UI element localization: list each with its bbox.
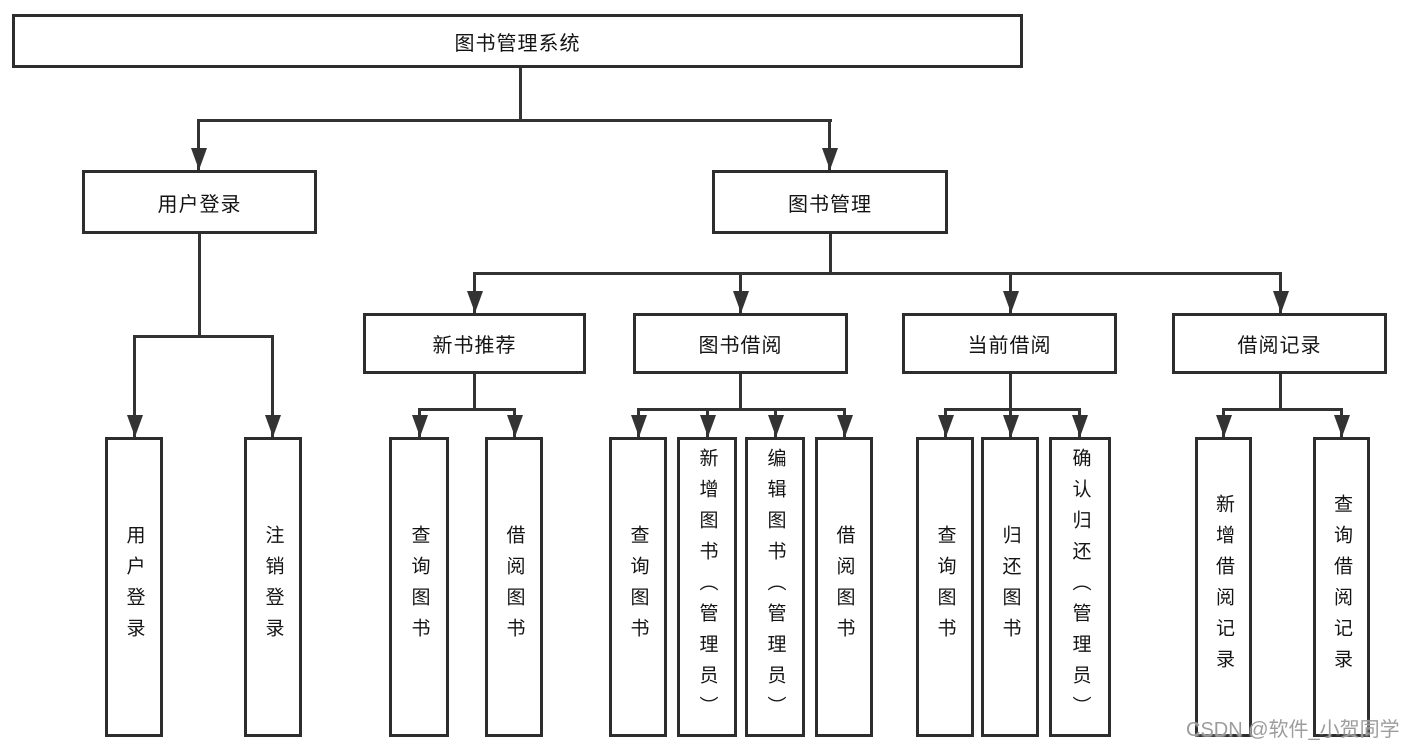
- connector-book-mgmt-stem: [829, 234, 832, 272]
- node-records-query-record: 查询借阅记录: [1313, 437, 1370, 737]
- node-borrow-borrow-books: 借阅图书: [815, 437, 873, 737]
- connector-new-book-stem: [473, 374, 476, 408]
- arrow-current-borrow-child-3-icon: [1078, 408, 1081, 437]
- connector-borrow-records-bar: [1222, 408, 1342, 411]
- connector-book-borrow-bar: [637, 408, 845, 411]
- node-records-query-record-label: 查询借阅记录: [1331, 494, 1352, 680]
- arrow-to-borrow-records-icon: [1279, 272, 1282, 313]
- arrow-to-new-book-icon: [473, 272, 476, 313]
- node-records-add-record: 新增借阅记录: [1195, 437, 1252, 737]
- arrow-borrow-records-child-2-icon: [1340, 408, 1343, 437]
- arrow-book-borrow-child-3-icon: [774, 408, 777, 437]
- node-new-book-recommend-label: 新书推荐: [432, 335, 517, 357]
- node-current-confirm-return-admin-label: 确认归还（管理员）: [1069, 447, 1091, 727]
- node-root: 图书管理系统: [12, 14, 1023, 68]
- node-newbook-borrow-books-label: 借阅图书: [503, 525, 525, 649]
- arrow-book-borrow-child-2-icon: [706, 408, 709, 437]
- connector-current-borrow-stem: [1009, 374, 1012, 408]
- connector-user-login-stem: [198, 234, 201, 335]
- arrow-to-current-borrow-icon: [1009, 272, 1012, 313]
- node-records-add-record-label: 新增借阅记录: [1213, 494, 1234, 680]
- connector-root-bar: [197, 119, 832, 122]
- node-do-user-login: 用户登录: [105, 437, 163, 737]
- node-root-label: 图书管理系统: [454, 32, 581, 55]
- node-current-return-books: 归还图书: [981, 437, 1039, 737]
- arrow-to-do-login-icon: [133, 335, 136, 437]
- node-newbook-query-books: 查询图书: [389, 437, 449, 737]
- arrow-new-book-child-1-icon: [418, 408, 421, 437]
- node-book-borrow: 图书借阅: [633, 313, 848, 374]
- node-borrow-edit-books-admin: 编辑图书（管理员）: [745, 437, 805, 737]
- node-newbook-borrow-books: 借阅图书: [485, 437, 543, 737]
- node-borrow-add-books-admin-label: 新增图书（管理员）: [696, 447, 718, 727]
- arrow-to-book-mgmt-icon: [828, 119, 831, 170]
- arrow-borrow-records-child-1-icon: [1222, 408, 1225, 437]
- connector-root-stem: [519, 68, 522, 119]
- node-current-return-books-label: 归还图书: [999, 525, 1021, 649]
- arrow-book-borrow-child-4-icon: [843, 408, 846, 437]
- node-do-logout-label: 注销登录: [262, 525, 284, 649]
- arrow-book-borrow-child-1-icon: [637, 408, 640, 437]
- node-book-borrow-label: 图书借阅: [698, 335, 783, 357]
- node-current-borrow: 当前借阅: [902, 313, 1117, 374]
- node-borrow-edit-books-admin-label: 编辑图书（管理员）: [764, 447, 786, 727]
- connector-book-borrow-stem: [739, 374, 742, 408]
- node-borrow-query-books: 查询图书: [609, 437, 667, 737]
- connector-user-login-bar: [133, 335, 274, 338]
- arrow-current-borrow-child-2-icon: [1009, 408, 1012, 437]
- node-user-login: 用户登录: [82, 170, 317, 234]
- arrow-new-book-child-2-icon: [513, 408, 516, 437]
- node-current-borrow-label: 当前借阅: [967, 335, 1052, 357]
- node-do-user-login-label: 用户登录: [123, 525, 145, 649]
- connector-book-mgmt-bar: [473, 272, 1281, 275]
- node-book-mgmt-label: 图书管理: [788, 193, 872, 216]
- arrow-to-do-logout-icon: [271, 335, 274, 437]
- node-current-query-books-label: 查询图书: [934, 525, 956, 649]
- arrow-to-book-borrow-icon: [739, 272, 742, 313]
- connector-current-borrow-bar: [944, 408, 1081, 411]
- node-do-logout: 注销登录: [244, 437, 302, 737]
- node-borrow-records: 借阅记录: [1172, 313, 1387, 374]
- node-newbook-query-books-label: 查询图书: [408, 525, 430, 649]
- connector-new-book-bar: [418, 408, 516, 411]
- connector-borrow-records-stem: [1279, 374, 1282, 408]
- node-borrow-records-label: 借阅记录: [1237, 335, 1322, 357]
- watermark: CSDN @软件_小贺同学: [1186, 719, 1400, 741]
- node-current-query-books: 查询图书: [916, 437, 974, 737]
- node-current-confirm-return-admin: 确认归还（管理员）: [1049, 437, 1111, 737]
- node-book-mgmt: 图书管理: [712, 170, 948, 234]
- node-user-login-label: 用户登录: [157, 193, 242, 216]
- arrow-current-borrow-child-1-icon: [944, 408, 947, 437]
- node-borrow-query-books-label: 查询图书: [627, 525, 649, 649]
- arrow-to-user-login-icon: [197, 119, 200, 170]
- node-borrow-add-books-admin: 新增图书（管理员）: [677, 437, 737, 737]
- node-borrow-borrow-books-label: 借阅图书: [833, 525, 855, 649]
- node-new-book-recommend: 新书推荐: [363, 313, 586, 374]
